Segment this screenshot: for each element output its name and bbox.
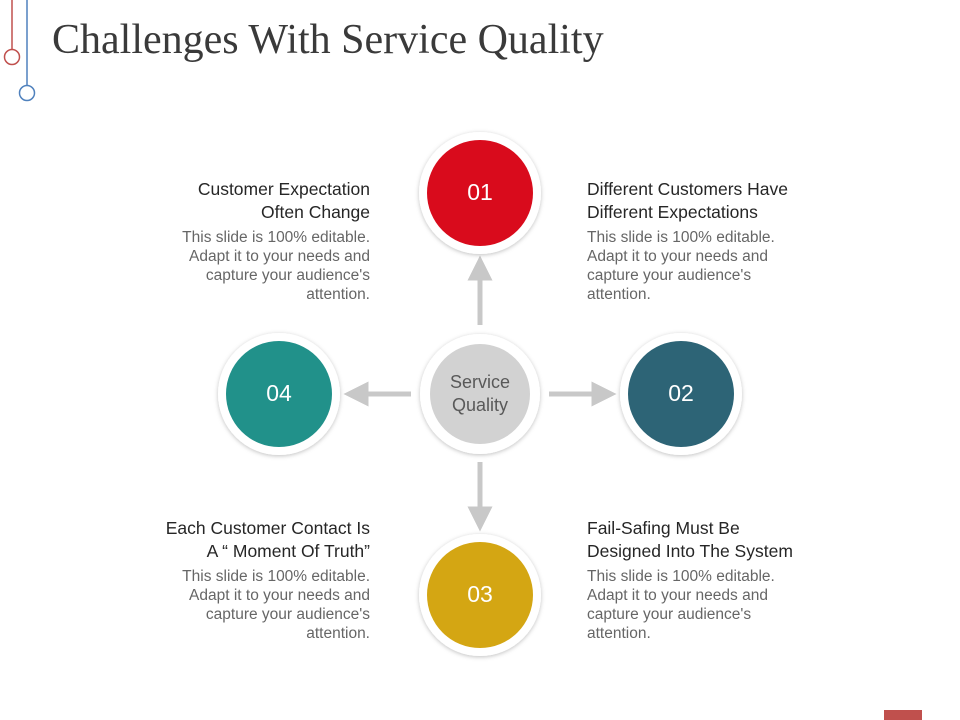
heading-line: Designed Into The System: [587, 541, 793, 561]
body-line: capture your audience's: [205, 267, 370, 284]
body-line: Adapt it to your needs and: [587, 248, 768, 265]
node-02-number: 02: [668, 380, 694, 406]
body-text: This slide is 100% editable. Adapt it to…: [587, 228, 827, 304]
footer-accent-bar: [884, 710, 922, 720]
node-03-circle: [427, 542, 533, 648]
body-line: This slide is 100% editable.: [182, 568, 370, 585]
text-block-02: Fail-Safing Must Be Designed Into The Sy…: [587, 517, 827, 643]
body-text: This slide is 100% editable. Adapt it to…: [130, 228, 370, 304]
heading: Different Customers Have Different Expec…: [587, 178, 827, 224]
body-line: This slide is 100% editable.: [182, 229, 370, 246]
text-block-04: Customer Expectation Often Change This s…: [130, 178, 370, 304]
body-line: This slide is 100% editable.: [587, 229, 775, 246]
heading: Customer Expectation Often Change: [130, 178, 370, 224]
text-block-03: Each Customer Contact Is A “ Moment Of T…: [130, 517, 370, 643]
node-01-number: 01: [467, 179, 493, 205]
heading-line: Fail-Safing Must Be: [587, 518, 740, 538]
blue-pendant-circle: [18, 84, 36, 102]
body-line: attention.: [587, 286, 651, 303]
body-line: capture your audience's: [587, 267, 752, 284]
heading-line: Customer Expectation: [197, 179, 370, 199]
center-label: Service Quality: [430, 371, 530, 417]
body-text: This slide is 100% editable. Adapt it to…: [587, 567, 827, 643]
node-04-circle: [226, 341, 332, 447]
body-line: attention.: [306, 286, 370, 303]
page-title: Challenges With Service Quality: [52, 17, 604, 63]
heading-line: Often Change: [261, 202, 370, 222]
heading-line: A “ Moment Of Truth”: [206, 541, 370, 561]
heading-line: Each Customer Contact Is: [165, 518, 370, 538]
body-line: capture your audience's: [587, 606, 752, 623]
node-01-circle: [427, 140, 533, 246]
body-line: capture your audience's: [205, 606, 370, 623]
decorative-pendants: [3, 0, 36, 102]
body-line: This slide is 100% editable.: [587, 568, 775, 585]
text-block-01: Different Customers Have Different Expec…: [587, 178, 827, 304]
node-02-circle: [628, 341, 734, 447]
body-line: attention.: [587, 625, 651, 642]
body-line: Adapt it to your needs and: [189, 587, 370, 604]
heading: Fail-Safing Must Be Designed Into The Sy…: [587, 517, 827, 563]
center-label-line1: Service: [449, 372, 511, 392]
heading: Each Customer Contact Is A “ Moment Of T…: [130, 517, 370, 563]
center-label-line2: Quality: [451, 395, 509, 415]
center-circle: [430, 344, 530, 444]
heading-line: Different Customers Have: [587, 179, 789, 199]
body-line: attention.: [306, 625, 370, 642]
body-line: Adapt it to your needs and: [189, 248, 370, 265]
body-text: This slide is 100% editable. Adapt it to…: [130, 567, 370, 643]
node-03-number: 03: [467, 581, 493, 607]
heading-line: Different Expectations: [587, 202, 758, 222]
body-line: Adapt it to your needs and: [587, 587, 768, 604]
red-pendant-circle: [3, 48, 21, 66]
node-04-number: 04: [266, 380, 292, 406]
